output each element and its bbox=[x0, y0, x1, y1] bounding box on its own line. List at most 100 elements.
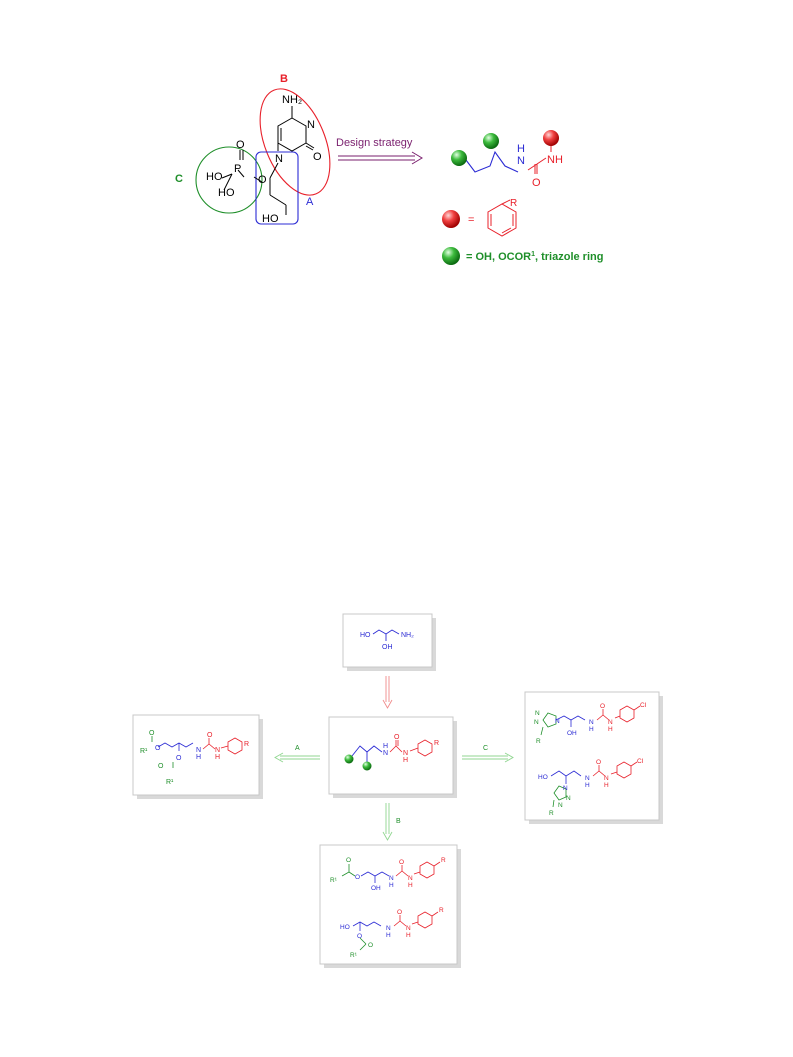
scaffold-o-label: O bbox=[532, 177, 541, 189]
left-h: H bbox=[196, 754, 201, 761]
center-box: N H O N H R bbox=[328, 716, 457, 798]
rt-cl: Cl bbox=[640, 702, 647, 709]
arrow-route-b: B bbox=[382, 803, 401, 841]
bl-h: H bbox=[386, 932, 391, 939]
route-c-label: C bbox=[483, 745, 488, 752]
region-label-c: C bbox=[175, 173, 183, 185]
region-label-b: B bbox=[280, 73, 288, 85]
bt-r1: R¹ bbox=[330, 877, 338, 884]
rb-n: N bbox=[585, 775, 590, 782]
rb-nh: N bbox=[604, 775, 609, 782]
center-o: O bbox=[394, 734, 400, 741]
generic-scaffold: N H NH O bbox=[451, 130, 563, 189]
left-box: R¹ O O O O R¹ N H O N H R bbox=[132, 714, 263, 799]
bl-nh: N bbox=[406, 925, 411, 932]
synthesis-scheme: HO NH₂ OH N H O N H bbox=[132, 613, 663, 968]
rt-nh-h: H bbox=[608, 726, 613, 733]
region-label-a: A bbox=[306, 196, 314, 208]
nh2-label: NH₂ bbox=[282, 94, 302, 106]
rt-nh: N bbox=[608, 719, 613, 726]
left-nh: N bbox=[215, 747, 220, 754]
cidofovir-structure bbox=[221, 106, 315, 215]
arrow-start-to-center bbox=[382, 676, 393, 709]
carbonyl-o-label: O bbox=[313, 151, 322, 163]
start-oh: OH bbox=[382, 644, 393, 651]
rt-oh: OH bbox=[567, 730, 577, 737]
bl-nh-h: H bbox=[406, 932, 411, 939]
center-h: H bbox=[383, 743, 388, 750]
legend-green-sup: 1 bbox=[531, 251, 535, 258]
legend-r-label: R bbox=[510, 198, 517, 209]
ho-bottom-label: HO bbox=[218, 187, 235, 199]
bt-o: O bbox=[399, 859, 404, 866]
bl-o: O bbox=[397, 909, 402, 916]
rt-n1: N bbox=[535, 710, 540, 717]
left-r1-top: R¹ bbox=[140, 748, 148, 755]
center-green-ball-left bbox=[344, 754, 354, 764]
rb-n1: N bbox=[563, 785, 568, 792]
rb-n3: N bbox=[558, 802, 563, 809]
red-ball-scaffold bbox=[543, 130, 559, 146]
rb-h: H bbox=[585, 782, 590, 789]
region-a-rect bbox=[255, 151, 299, 225]
rt-n3: N bbox=[555, 718, 560, 725]
left-o: O bbox=[207, 732, 213, 739]
center-green-ball-bottom bbox=[362, 761, 372, 771]
legend-green: = OH, OCOR1, triazole ring bbox=[442, 247, 603, 265]
arrow-route-c: C bbox=[462, 745, 514, 763]
scaffold-n-label: N bbox=[517, 155, 525, 167]
rt-n2: N bbox=[534, 719, 539, 726]
bottom-box: R¹ O O OH N H O N H R HO O O R¹ N bbox=[319, 844, 461, 968]
ring-n-label: N bbox=[307, 119, 315, 131]
left-o-carbonyl-bottom: O bbox=[158, 763, 164, 770]
ether-o-label: O bbox=[258, 174, 267, 186]
n1-label: N bbox=[275, 153, 283, 165]
rt-n: N bbox=[589, 719, 594, 726]
center-r: R bbox=[434, 740, 439, 747]
left-o-ester-bottom: O bbox=[176, 755, 182, 762]
legend-red-equals: = bbox=[468, 214, 474, 226]
ho-chain-label: HO bbox=[262, 213, 279, 225]
green-ball-left bbox=[451, 150, 467, 166]
bl-r1: R¹ bbox=[350, 952, 358, 959]
left-r: R bbox=[244, 741, 249, 748]
left-o-ester-top: O bbox=[155, 745, 161, 752]
bt-n: N bbox=[389, 875, 394, 882]
red-ball-legend bbox=[442, 210, 460, 228]
region-b-ellipse bbox=[259, 88, 331, 196]
left-nh-h: H bbox=[215, 754, 220, 761]
bl-n: N bbox=[386, 925, 391, 932]
rb-nh-h: H bbox=[604, 782, 609, 789]
bt-nh: N bbox=[408, 875, 413, 882]
rt-o: O bbox=[600, 703, 605, 710]
bt-h: H bbox=[389, 882, 394, 889]
region-c-circle bbox=[195, 146, 263, 214]
legend-green-tail: , triazole ring bbox=[535, 251, 603, 263]
bt-nh-h: H bbox=[408, 882, 413, 889]
design-strategy-label: Design strategy bbox=[336, 137, 413, 149]
rb-r: R bbox=[549, 810, 554, 817]
route-a-label: A bbox=[295, 745, 300, 752]
rt-r: R bbox=[536, 738, 541, 745]
start-ho: HO bbox=[360, 632, 371, 639]
design-strategy-figure: B C A bbox=[175, 73, 603, 265]
rb-n2: N bbox=[566, 795, 571, 802]
rb-ho: HO bbox=[538, 774, 548, 781]
start-box: HO NH₂ OH bbox=[342, 613, 436, 671]
center-nh: N bbox=[403, 750, 408, 757]
start-nh2: NH₂ bbox=[401, 632, 414, 639]
left-n: N bbox=[196, 747, 201, 754]
center-n: N bbox=[383, 750, 388, 757]
rb-cl: Cl bbox=[637, 758, 644, 765]
benzene-ring-icon bbox=[487, 203, 517, 237]
left-r1-bottom: R¹ bbox=[166, 779, 174, 786]
legend-red: = R bbox=[442, 198, 517, 237]
bl-o-ester: O bbox=[357, 933, 362, 940]
bt-o-carbonyl: O bbox=[346, 857, 351, 864]
bl-r: R bbox=[439, 907, 444, 914]
scaffold-nh-label: NH bbox=[547, 154, 563, 166]
green-ball-top bbox=[483, 133, 499, 149]
right-box: N N N R OH N H O N H Cl HO N N N bbox=[524, 691, 663, 824]
green-ball-legend bbox=[442, 247, 460, 265]
